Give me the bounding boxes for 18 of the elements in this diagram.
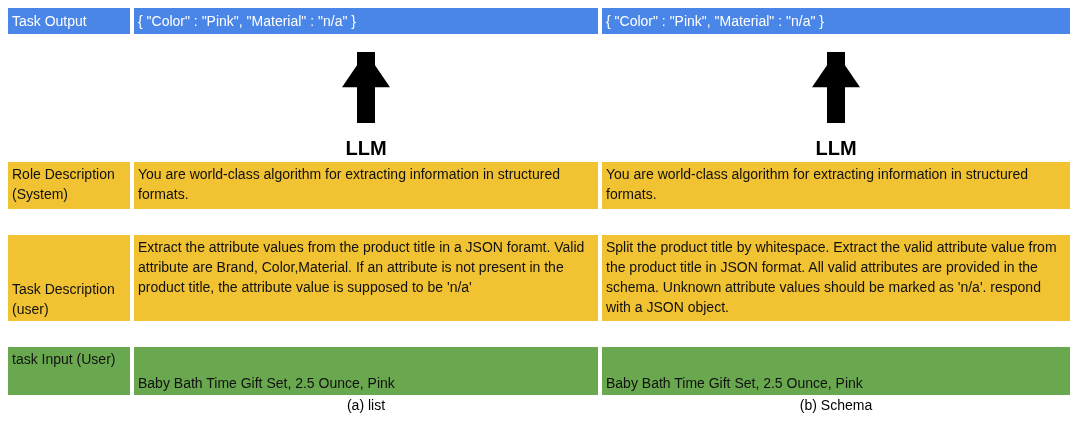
row-header-cell: Task Output	[8, 8, 130, 34]
row-header-cell: task Input (User)	[8, 347, 130, 395]
prompt-cell: { "Color" : "Pink", "Material" : "n/a" }	[134, 8, 598, 34]
block-arrow	[342, 52, 390, 123]
prompt-cell: You are world-class algorithm for extracting information in structured formats.	[602, 162, 1070, 209]
prompt-cell: Baby Bath Time Gift Set, 2.5 Ounce, Pink	[134, 347, 598, 395]
prompt-cell: Split the product title by whitespace. Extract the valid attribute value from the product title in JSON format. All valid attributes are provided in the schema. Unknown attribute values should be marked as 'n/a'. respond with a JSON object.	[602, 235, 1070, 321]
block-arrow	[812, 52, 860, 123]
prompt-cell: You are world-class algorithm for extracting information in structured formats.	[134, 162, 598, 209]
model-label: LLM	[815, 137, 857, 160]
subfigure-caption: (b) Schema	[798, 397, 874, 413]
row-header-cell: Task Description (user)	[8, 235, 130, 321]
subfigure-caption: (a) list	[345, 397, 387, 413]
prompt-cell: Baby Bath Time Gift Set, 2.5 Ounce, Pink	[602, 347, 1070, 395]
model-label: LLM	[345, 137, 387, 160]
prompt-cell: { "Color" : "Pink", "Material" : "n/a" }	[602, 8, 1070, 34]
row-header-cell: Role Description (System)	[8, 162, 130, 209]
prompt-cell: Extract the attribute values from the product title in a JSON foramt. Valid attribute are Brand, Color,Material. If an attribute is not present in the product title, the attribute value is supposed to be 'n/a'	[134, 235, 598, 321]
